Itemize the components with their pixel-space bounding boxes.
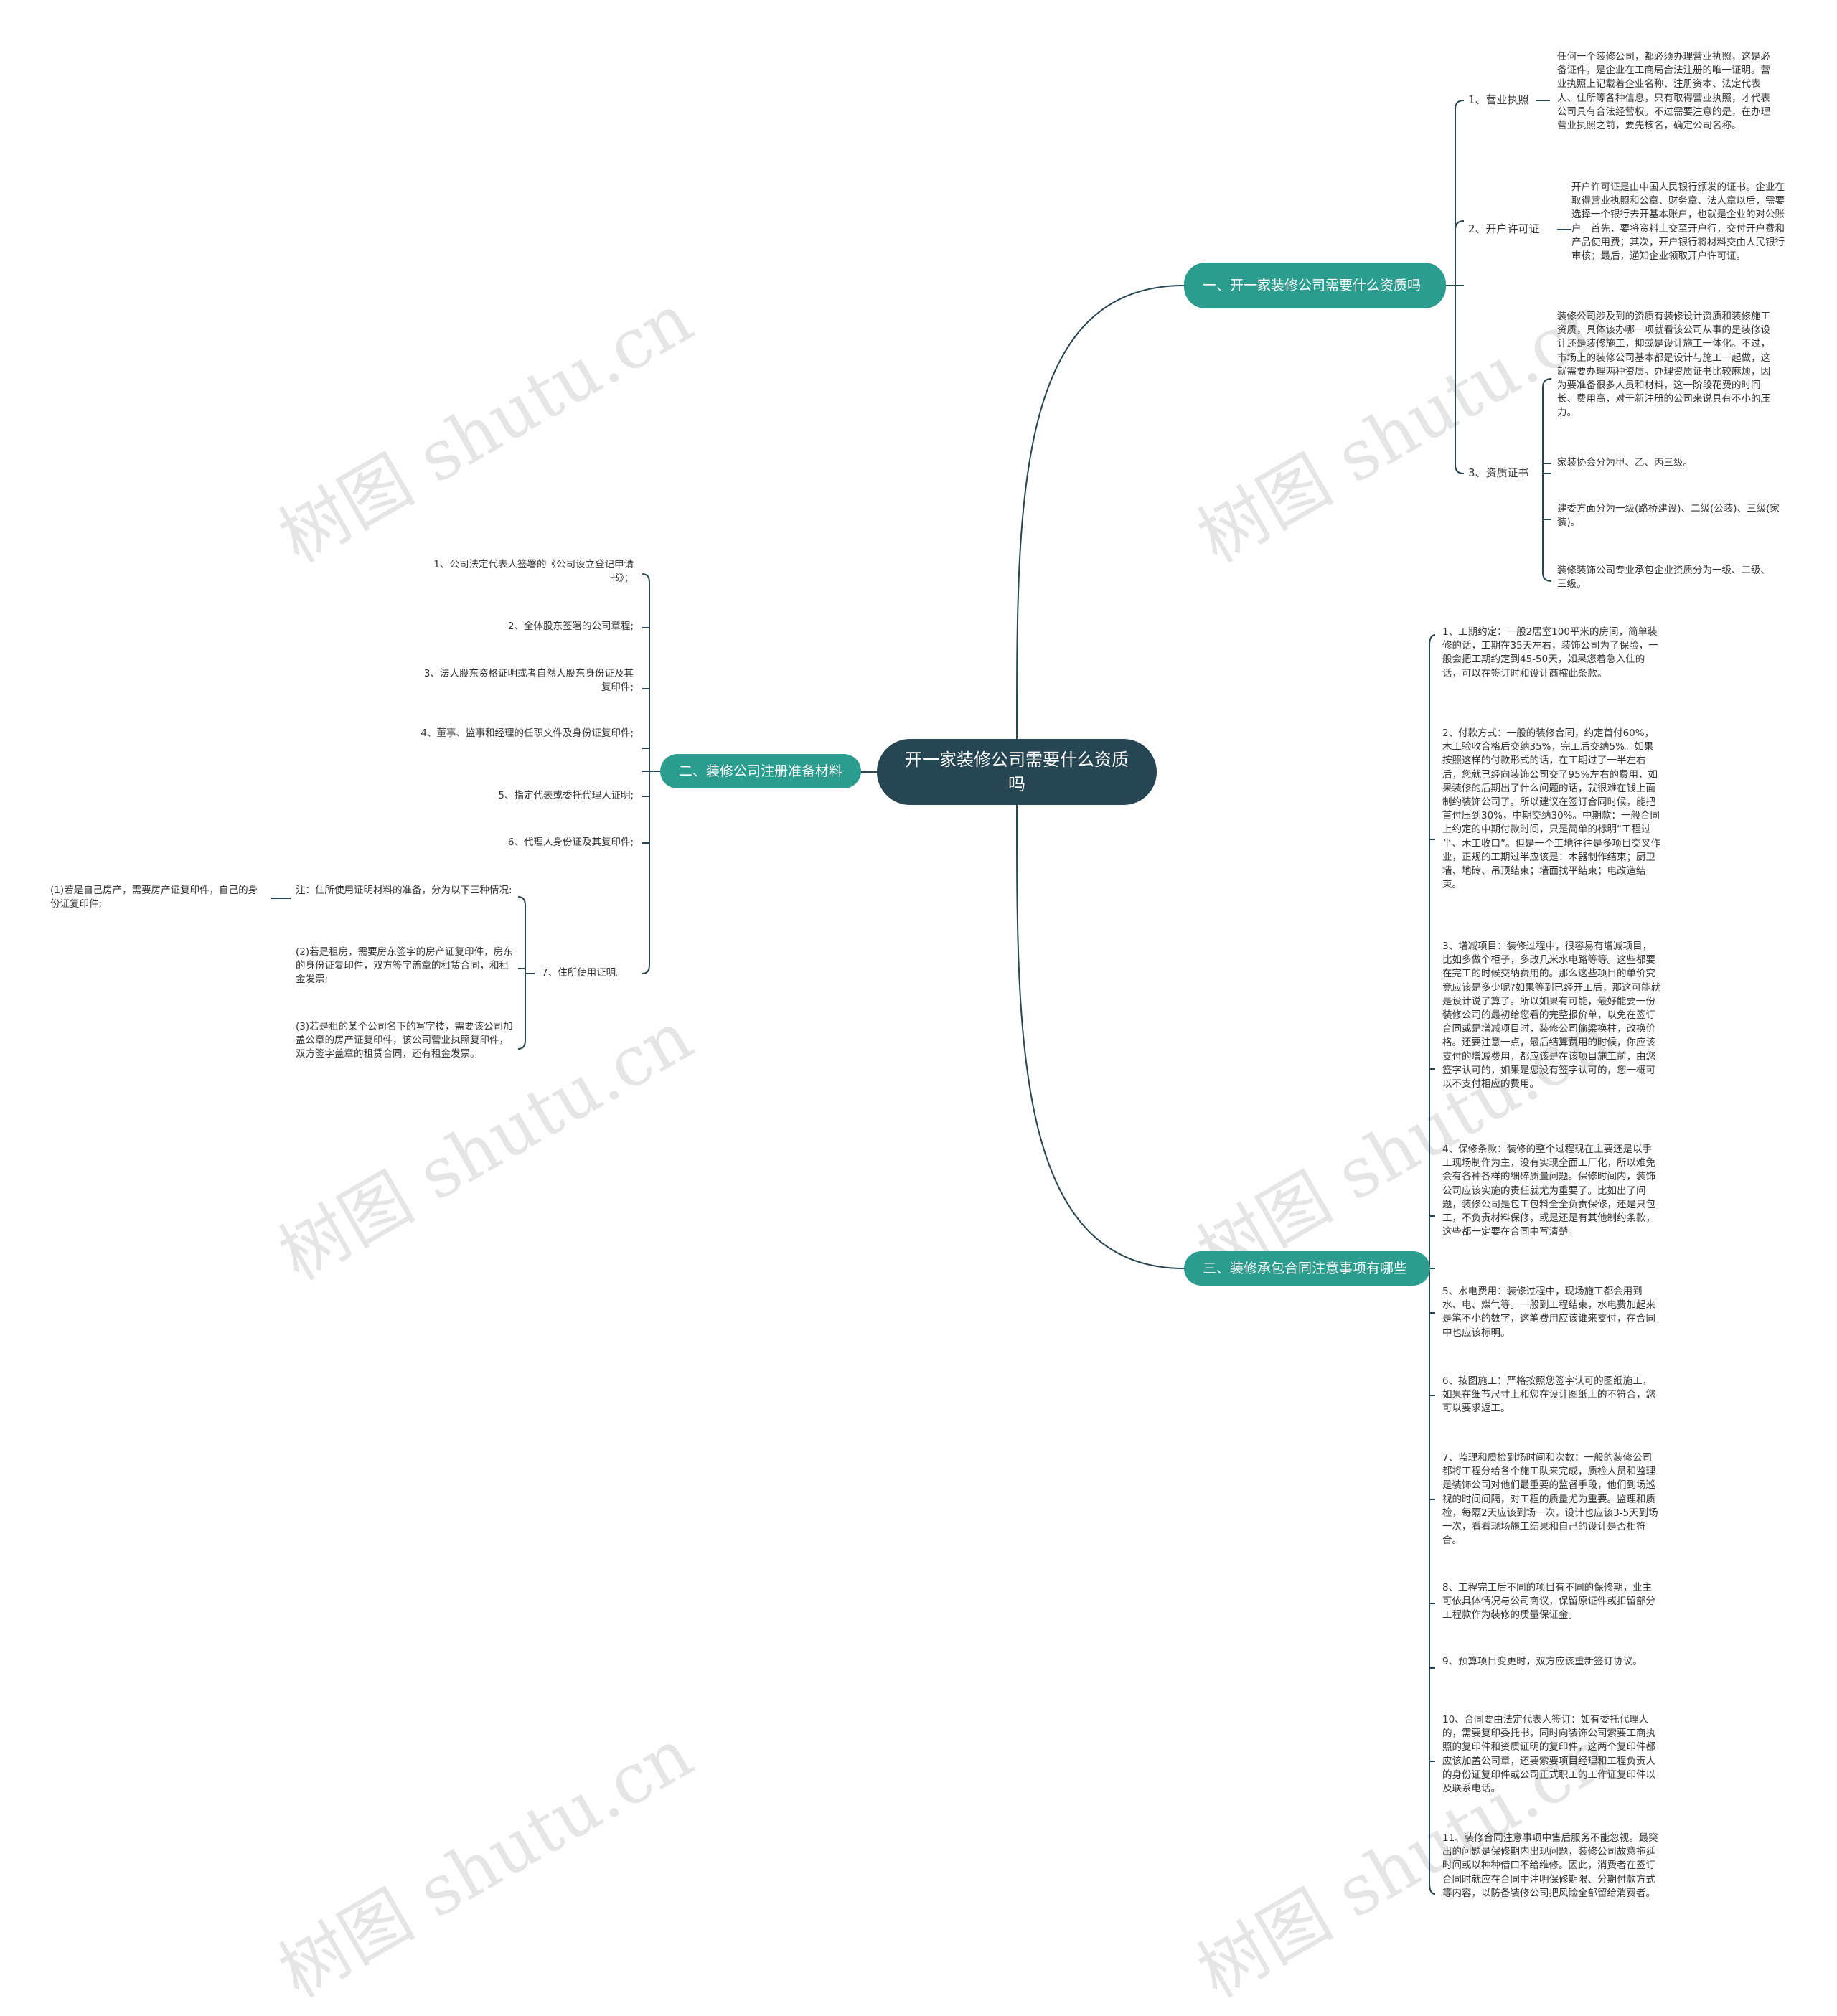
branch-contract-notes[interactable]: 三、装修承包合同注意事项有哪些: [1184, 1251, 1430, 1286]
contract-note: 11、装修合同注意事项中售后服务不能忽视。最突出的问题是保修期内出现问题，装修公…: [1442, 1832, 1658, 1899]
residence-proof-own-property: (1)若是自己房产，需要房产证复印件，自己的身份证复印件;: [50, 885, 258, 910]
material-item: 3、法人股东资格证明或者自然人股东身份证及其复印件;: [423, 668, 634, 694]
detail-home-association-levels: 家装协会分为甲、乙、丙三级。: [1557, 457, 1693, 468]
detail-account-permit: 开户许可证是由中国人民银行颁发的证书。企业在取得营业执照和公章、财务章、法人章以…: [1571, 182, 1785, 263]
contract-note: 2、付款方式：一般的装修合同，约定首付60%，木工验收合格后交纳35%，完工后交…: [1442, 727, 1660, 891]
branch-label: 三、装修承包合同注意事项有哪些: [1203, 1261, 1408, 1276]
branch-qualifications[interactable]: 一、开一家装修公司需要什么资质吗: [1184, 263, 1446, 308]
material-item: 4、董事、监事和经理的任职文件及身份证复印件;: [421, 727, 634, 739]
detail-qualification-cert: 装修公司涉及到的资质有装修设计资质和装修施工资质，具体该办哪一项就看该公司从事的…: [1557, 311, 1770, 419]
contract-note: 9、预算项目变更时，双方应该重新签订协议。: [1442, 1656, 1643, 1667]
contract-note: 1、工期约定：一般2居室100平米的房间，简单装修的话，工期在35天左右，装饰公…: [1442, 626, 1658, 679]
residence-proof-office: (3)若是租的某个公司名下的写字楼，需要该公司加盖公章的房产证复印件，该公司营业…: [296, 1021, 513, 1060]
branch-label: 一、开一家装修公司需要什么资质吗: [1203, 278, 1422, 293]
detail-business-license: 任何一个装修公司，都必须办理营业执照，这是必备证件，是企业在工商局合法注册的唯一…: [1557, 51, 1770, 132]
topic-qualification-cert[interactable]: 3、资质证书: [1468, 466, 1529, 479]
residence-proof-rented: (2)若是租房，需要房东签字的房产证复印件，房东的身份证复印件，双方签字盖章的租…: [296, 946, 513, 986]
material-item-residence-proof[interactable]: 7、住所使用证明。: [542, 967, 626, 979]
topic-account-permit[interactable]: 2、开户许可证: [1468, 222, 1540, 235]
detail-construction-committee-levels: 建委方面分为一级(路桥建设)、二级(公装)、三级(家装)。: [1557, 503, 1780, 529]
topic-business-license[interactable]: 1、营业执照: [1468, 93, 1529, 106]
branch-label: 二、装修公司注册准备材料: [679, 763, 843, 779]
material-item: 2、全体股东签署的公司章程;: [507, 621, 634, 632]
contract-note: 10、合同要由法定代表人签订：如有委托代理人的，需要复印委托书，同时向装饰公司索…: [1442, 1714, 1655, 1795]
contract-note: 7、监理和质检到场时间和次数：一般的装修公司都将工程分给各个施工队来完成，质检人…: [1442, 1452, 1658, 1547]
material-item: 5、指定代表或委托代理人证明;: [498, 790, 634, 801]
contract-note: 5、水电费用：装修过程中，现场施工都会用到水、电、煤气等。一般到工程结束，水电费…: [1442, 1286, 1655, 1339]
branch-registration-materials[interactable]: 二、装修公司注册准备材料: [660, 754, 861, 788]
detail-contractor-levels: 装修装饰公司专业承包企业资质分为一级、二级、三级。: [1557, 565, 1770, 590]
material-item: 6、代理人身份证及其复印件;: [507, 837, 634, 848]
contract-note: 8、工程完工后不同的项目有不同的保修期，业主可依具体情况与公司商议，保留原证件或…: [1442, 1582, 1655, 1621]
material-item: 1、公司法定代表人签署的《公司设立登记申请书》；: [433, 559, 634, 585]
contract-note: 6、按图施工：严格按照您签字认可的图纸施工，如果在细节尺寸上和您在设计图纸上的不…: [1442, 1375, 1655, 1415]
contract-note: 3、增减项目：装修过程中，很容易有增减项目，比如多做个柜子，多改几米水电路等等。…: [1442, 941, 1661, 1091]
residence-proof-note: 注：住所使用证明材料的准备，分为以下三种情况:: [296, 885, 512, 896]
contract-note: 4、保修条款：装修的整个过程现在主要还是以手工现场制作为主，没有实现全面工厂化，…: [1442, 1144, 1655, 1238]
root-topic[interactable]: 开一家装修公司需要什么资质吗: [877, 739, 1157, 805]
root-topic-label: 开一家装修公司需要什么资质吗: [905, 750, 1129, 794]
